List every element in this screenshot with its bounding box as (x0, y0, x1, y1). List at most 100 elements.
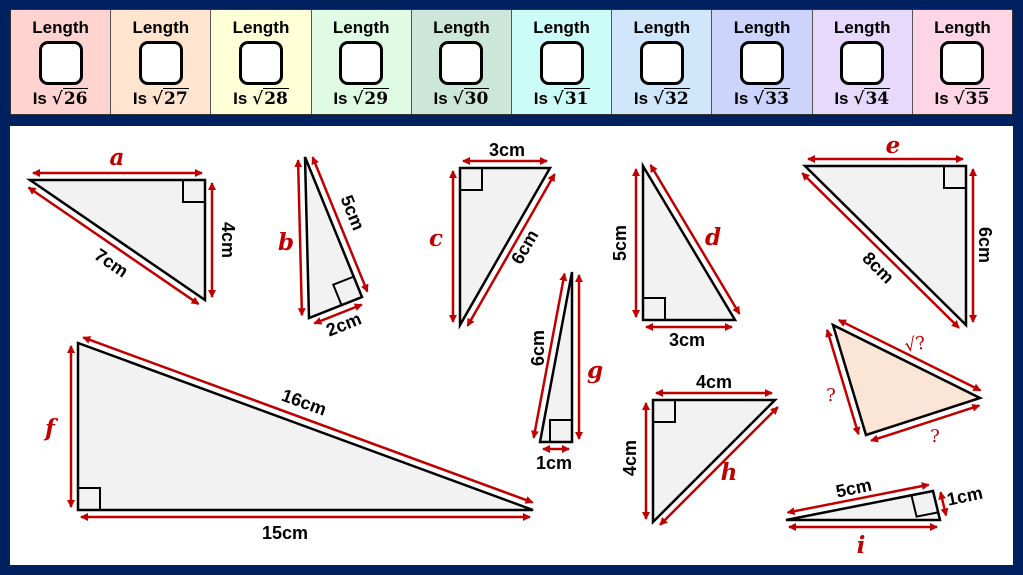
right-angle-icon (643, 297, 666, 320)
sqrt-icon: √34 (853, 88, 891, 109)
triangle-d (641, 161, 738, 322)
triangle-b (303, 156, 364, 320)
triangle-example (830, 322, 984, 437)
root-label: Is √34 (834, 88, 891, 109)
root-label: Is √27 (132, 88, 189, 109)
is-text: Is (233, 89, 248, 108)
answer-box[interactable] (38, 41, 83, 85)
is-text: Is (32, 89, 47, 108)
measure-arrow-b (294, 159, 306, 317)
answer-cell: Length Is √33 (712, 10, 813, 114)
is-text: Is (433, 89, 448, 108)
answer-cell: Length Is √35 (912, 10, 1013, 114)
length-label: Length (332, 18, 390, 37)
label-h-side2: 4cm (620, 440, 640, 476)
sqrt-icon: √26 (51, 88, 89, 109)
right-angle-icon (653, 400, 676, 423)
right-angle-icon (460, 168, 483, 191)
root-label: Is √29 (333, 88, 390, 109)
right-angle-icon (549, 419, 572, 442)
length-label: Length (733, 18, 791, 37)
root-value: 30 (463, 88, 490, 109)
sqrt-icon: √31 (552, 88, 590, 109)
is-text: Is (633, 89, 649, 108)
measure-arrow-example (825, 328, 861, 436)
triangle-c (458, 166, 553, 330)
measure-arrow-h (659, 406, 779, 526)
length-label: Length (433, 18, 490, 37)
sqrt-icon: √29 (352, 88, 390, 109)
sqrt-icon: √33 (753, 88, 790, 109)
label-example-side1: ? (826, 385, 836, 406)
right-angle-icon (78, 487, 101, 510)
length-label: Length (232, 18, 290, 37)
is-text: Is (934, 89, 949, 108)
length-label: Length (934, 18, 991, 37)
is-text: Is (834, 89, 849, 108)
answer-cell: Length Is √29 (311, 10, 412, 114)
label-i: i (857, 532, 866, 559)
root-label: Is √35 (934, 88, 991, 109)
label-e-side1: 6cm (975, 227, 995, 263)
label-e: e (886, 132, 901, 159)
label-a-hyp: 7cm (91, 245, 132, 282)
answer-box[interactable] (940, 41, 985, 85)
answer-box[interactable] (740, 41, 785, 85)
root-value: 31 (563, 88, 590, 109)
measure-arrow-example (870, 403, 981, 443)
triangle-a (25, 178, 207, 303)
triangle-g (538, 271, 574, 444)
root-value: 26 (62, 88, 89, 109)
answer-cell: Length Is √28 (211, 10, 312, 114)
root-label: Is √30 (433, 88, 490, 109)
label-c-side1: 3cm (489, 140, 525, 160)
answer-box[interactable] (339, 41, 384, 85)
length-label: Length (833, 18, 891, 37)
right-angle-icon (331, 275, 355, 306)
label-f-base: 15cm (262, 523, 308, 543)
right-angle-icon (182, 180, 205, 203)
label-b-side2: 2cm (323, 308, 364, 340)
label-b: b (278, 229, 294, 256)
label-d-side2: 3cm (669, 330, 705, 350)
root-value: 28 (263, 88, 289, 109)
measure-arrow-b (313, 303, 363, 325)
right-angle-icon (910, 495, 939, 518)
triangles-diagram: a 4cm 7cm b 5cm 2cm c 3cm 6cm d 5cm 3cm … (25, 132, 995, 559)
root-label: Is √31 (534, 88, 590, 109)
label-h-side1: 4cm (696, 372, 732, 392)
measure-arrow-example (837, 318, 982, 392)
answer-box[interactable] (639, 41, 684, 85)
label-g-side2: 1cm (536, 453, 572, 473)
measure-arrow-d (649, 164, 741, 315)
answer-box[interactable] (539, 41, 584, 85)
answer-cell: Length Is √31 (512, 10, 613, 114)
is-text: Is (132, 89, 148, 108)
answer-box[interactable] (439, 41, 484, 85)
measure-arrow-f (82, 336, 534, 504)
measure-arrow-a (27, 186, 200, 306)
root-label: Is √26 (32, 88, 89, 109)
label-f: f (43, 415, 59, 442)
is-text: Is (333, 89, 348, 108)
answer-cell: Length Is √34 (812, 10, 913, 114)
triangle-e (801, 164, 968, 328)
answer-box[interactable] (138, 41, 183, 85)
label-g-side1: 6cm (528, 330, 548, 366)
measure-arrow-b (311, 156, 369, 293)
measure-arrow-g (531, 272, 568, 439)
measure-arrow-i (786, 482, 930, 516)
answer-box[interactable] (239, 41, 283, 85)
triangle-panel: a 4cm 7cm b 5cm 2cm c 3cm 6cm d 5cm 3cm … (10, 126, 1013, 565)
answer-box[interactable] (840, 41, 885, 85)
root-value: 34 (864, 88, 891, 109)
triangle-i (785, 489, 942, 522)
measure-arrow-c (466, 173, 556, 327)
label-example-side2: ? (930, 426, 940, 447)
is-text: Is (734, 89, 749, 108)
label-a-side: 4cm (218, 222, 238, 258)
measure-arrow-i (938, 491, 949, 517)
sqrt-icon: √35 (953, 88, 991, 109)
length-label: Length (633, 18, 691, 37)
root-value: 32 (664, 88, 690, 109)
